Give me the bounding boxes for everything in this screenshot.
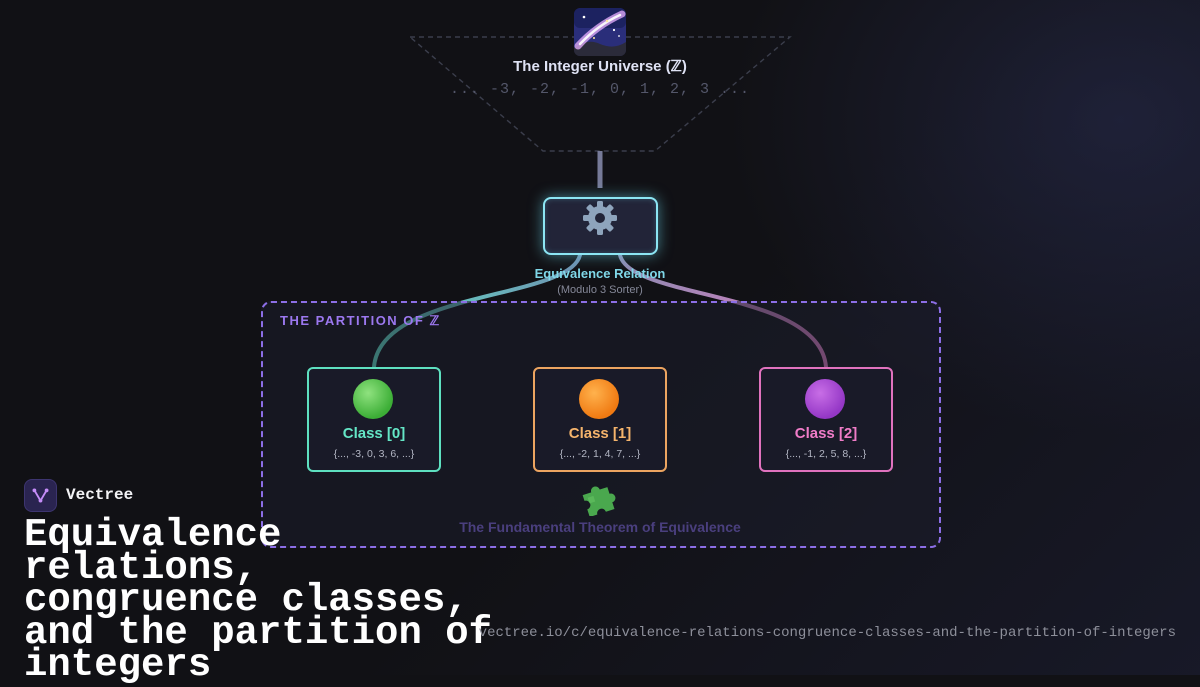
- brand-name: Vectree: [66, 486, 134, 504]
- class-card-2: Class [2] {..., -1, 2, 5, 8, ...}: [759, 367, 893, 472]
- class-card-1: Class [1] {..., -2, 1, 4, 7, ...}: [533, 367, 667, 472]
- equivalence-relation-title: Equivalence Relation: [534, 266, 666, 281]
- page-url[interactable]: vectree.io/c/equivalence-relations-congr…: [478, 625, 1176, 641]
- theorem-label: The Fundamental Theorem of Equivalence: [459, 519, 741, 535]
- class-members: {..., -3, 0, 3, 6, ...}: [333, 448, 415, 460]
- equivalence-relation-subtitle: (Modulo 3 Sorter): [557, 284, 643, 296]
- page-title: Equivalence relations, congruence classe…: [24, 513, 493, 687]
- universe-funnel: [408, 36, 792, 152]
- class-name: Class [2]: [794, 425, 858, 442]
- class-name: Class [0]: [342, 425, 406, 442]
- equivalence-relation-node: [543, 197, 658, 255]
- vectree-logo: [24, 479, 57, 512]
- purple-circle-icon: [805, 379, 845, 419]
- green-circle-icon: [353, 379, 393, 419]
- integer-sequence: ... -3, -2, -1, 0, 1, 2, 3 ...: [449, 81, 751, 98]
- class-card-0: Class [0] {..., -3, 0, 3, 6, ...}: [307, 367, 441, 472]
- puzzle-piece-icon: [582, 486, 616, 516]
- orange-circle-icon: [579, 379, 619, 419]
- partition-label: THE PARTITION OF ℤ: [280, 313, 441, 328]
- class-members: {..., -1, 2, 5, 8, ...}: [785, 448, 867, 460]
- milky-way-icon: [574, 8, 626, 56]
- universe-title: The Integer Universe (ℤ): [513, 58, 687, 75]
- class-members: {..., -2, 1, 4, 7, ...}: [559, 448, 641, 460]
- class-name: Class [1]: [568, 425, 632, 442]
- gear-icon: [583, 201, 617, 235]
